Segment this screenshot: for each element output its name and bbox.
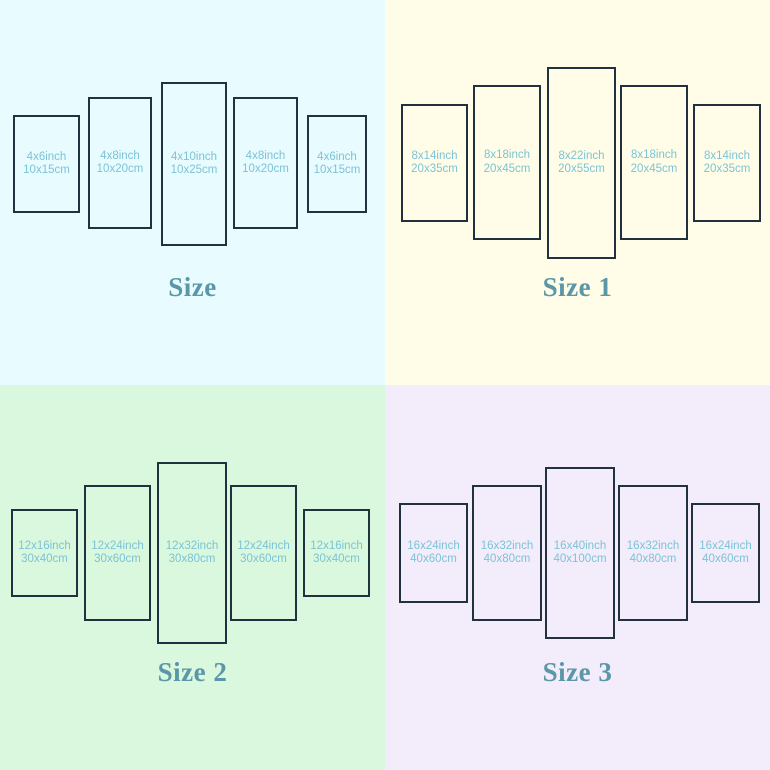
panel-dimension-cm: 30x80cm (168, 553, 216, 565)
panel-dimension-cm: 40x80cm (483, 553, 531, 565)
panel-dimension-inch: 4x6inch (317, 150, 357, 163)
panel-dimension-inch: 8x14inch (411, 149, 458, 162)
panel-dimension-cm: 30x40cm (313, 553, 360, 565)
size-option-title: Size 1 (542, 272, 613, 302)
panel-dimension-cm: 20x35cm (411, 163, 458, 175)
panel-dimension-cm: 10x20cm (96, 163, 144, 175)
panel-dimension-inch: 4x8inch (100, 149, 140, 162)
panel-dimension-cm: 20x55cm (558, 163, 605, 175)
panel-dimension-cm: 40x60cm (702, 553, 749, 565)
panel-dimension-cm: 20x45cm (630, 162, 678, 175)
panel-dimension-cm: 30x60cm (240, 553, 287, 565)
panel-dimension-inch: 12x16inch (310, 539, 363, 552)
panel-dimension-cm: 10x20cm (242, 163, 289, 175)
panel-dimension-inch: 4x6inch (26, 150, 67, 163)
panel-dimension-cm: 20x45cm (483, 162, 531, 175)
panel-dimension-inch: 12x24inch (91, 539, 144, 552)
panel-dimension-inch: 4x8inch (245, 149, 286, 162)
panel-dimension-cm: 40x80cm (629, 553, 677, 565)
panel-dimension-inch: 12x16inch (18, 539, 71, 552)
panel-dimension-cm: 10x15cm (23, 164, 70, 176)
panel-dimension-inch: 16x32inch (626, 539, 680, 552)
panel-dimension-cm: 30x40cm (21, 553, 68, 565)
panel-dimension-inch: 8x18inch (483, 149, 531, 161)
size-option-title: Size 3 (542, 657, 613, 687)
panel-dimension-inch: 16x24inch (699, 539, 752, 552)
panel-dimension-cm: 30x60cm (94, 553, 141, 565)
size-option-title: Size (168, 272, 217, 302)
panel-dimension-inch: 8x14inch (703, 149, 751, 162)
panel-dimension-inch: 12x24inch (237, 539, 290, 552)
panel-dimension-cm: 20x35cm (703, 163, 751, 175)
panel-dimension-inch: 8x18inch (630, 149, 678, 161)
panel-dimension-inch: 16x24inch (407, 539, 460, 552)
panel-dimension-inch: 12x32inch (165, 539, 219, 552)
panel-dimension-cm: 10x15cm (313, 164, 361, 176)
panel-dimension-cm: 10x25cm (170, 164, 218, 176)
panel-dimension-cm: 40x60cm (410, 553, 457, 565)
panel-dimension-inch: 16x32inch (480, 539, 534, 552)
panel-dimension-inch: 4x10inch (170, 150, 218, 163)
size-option-title: Size 2 (157, 657, 228, 687)
panel-dimension-cm: 40x100cm (553, 553, 607, 565)
panel-dimension-inch: 8x22inch (558, 149, 605, 162)
panel-dimension-inch: 16x40inch (553, 539, 607, 552)
